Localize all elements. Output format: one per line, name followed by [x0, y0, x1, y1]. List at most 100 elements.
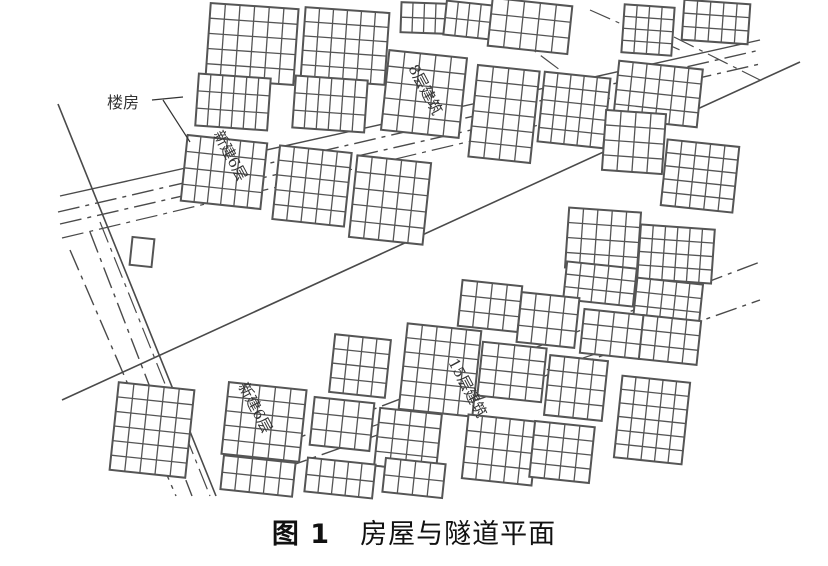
building-block — [397, 322, 483, 418]
building-grid-line — [275, 188, 348, 198]
building-grid-line — [667, 318, 673, 362]
building-block — [562, 260, 638, 308]
building-grid-line — [707, 1, 712, 42]
building-grid-line — [604, 139, 664, 145]
building-grid-line — [617, 74, 702, 85]
building-grid-line — [474, 94, 537, 103]
building-block — [291, 74, 369, 134]
building-grid-line — [544, 295, 552, 345]
building-grid-line — [355, 11, 363, 83]
floor-house-label: 楼房 — [107, 93, 139, 112]
building-grid-line — [403, 365, 477, 375]
building-block — [108, 381, 196, 479]
building-outline — [486, 0, 574, 56]
building-grid-line — [355, 171, 430, 181]
building-grid-line — [564, 285, 635, 295]
building-block — [600, 108, 668, 176]
building-block — [328, 333, 392, 399]
building-grid-line — [594, 310, 601, 355]
building-grid-line — [185, 150, 266, 161]
building-grid-line — [534, 2, 542, 51]
building-grid-line — [411, 53, 422, 134]
building-grid-line — [294, 92, 367, 99]
building-block — [659, 138, 741, 214]
building-grid-line — [567, 236, 639, 244]
building-grid-line — [589, 77, 598, 147]
building-grid-line — [426, 54, 437, 135]
building-grid-line — [473, 110, 535, 118]
building-grid-line — [471, 125, 534, 134]
building-grid-line — [541, 98, 608, 108]
building-outline — [680, 0, 752, 46]
building-grid-line — [620, 388, 689, 398]
building-grid-line — [550, 4, 558, 53]
building-outline — [271, 144, 353, 228]
building-grid-line — [293, 109, 366, 116]
building-block — [612, 59, 704, 129]
building-block — [486, 0, 574, 56]
building-grid-line — [339, 78, 345, 131]
building-grid-line — [563, 74, 572, 145]
building-grid-line — [407, 161, 418, 244]
building-block — [303, 456, 377, 500]
building-grid-line — [112, 439, 189, 450]
building-grid-line — [303, 76, 309, 129]
building-grid-line — [547, 384, 605, 392]
building-block — [456, 278, 524, 334]
building-grid-line — [222, 438, 301, 449]
building-grid-line — [382, 113, 461, 123]
building-grid-line — [688, 142, 697, 209]
building-grid-line — [486, 283, 494, 329]
building-grid-line — [538, 126, 605, 135]
building-grid-line — [341, 10, 349, 82]
building-block — [381, 456, 447, 500]
building-grid-line — [543, 85, 610, 94]
building-grid-line — [490, 13, 571, 23]
building-block — [620, 3, 676, 57]
building-grid-line — [304, 20, 389, 29]
building-grid-line — [502, 0, 510, 48]
building-grid-line — [530, 462, 591, 470]
building-block — [347, 154, 433, 246]
building-block — [636, 223, 716, 285]
building-grid-line — [400, 16, 448, 20]
building-grid-line — [662, 191, 734, 201]
building-block — [219, 454, 297, 498]
building-grid-line — [623, 15, 674, 21]
building-grid-line — [273, 203, 346, 213]
building-grid-line — [206, 74, 212, 127]
building-grid-line — [115, 410, 192, 421]
building-block — [578, 307, 646, 361]
building-grid-line — [639, 250, 713, 258]
figure-title: 房屋与隧道平面 — [360, 519, 557, 550]
building-grid-line — [315, 77, 321, 130]
building-grid-line — [208, 32, 297, 41]
building-block — [299, 6, 391, 86]
building-grid-line — [717, 145, 726, 212]
building-block — [308, 395, 376, 453]
building-grid-line — [286, 146, 296, 221]
building-grid-line — [225, 410, 304, 420]
building-grid-line — [548, 369, 607, 377]
building-grid-line — [117, 396, 193, 406]
building-grid-line — [609, 312, 615, 356]
building-grid-line — [327, 9, 335, 81]
building-grid-line — [720, 2, 725, 43]
building-grid-line — [369, 11, 377, 84]
building-grid-line — [306, 473, 374, 483]
building-block — [476, 340, 548, 404]
building-block — [271, 144, 353, 228]
building-grid-line — [207, 47, 296, 56]
building-grid-line — [638, 264, 713, 271]
road-centerline — [69, 249, 177, 497]
building-grid-line — [227, 395, 306, 406]
building-grid-line — [623, 313, 630, 358]
building-grid-line — [640, 343, 699, 351]
building-grid-line — [378, 421, 441, 430]
building-grid-line — [303, 35, 388, 43]
building-grid-line — [568, 221, 641, 229]
building-grid-line — [519, 308, 578, 316]
building-grid-line — [330, 376, 387, 384]
building-grid-line — [353, 401, 361, 450]
building-grid-line — [311, 428, 372, 436]
